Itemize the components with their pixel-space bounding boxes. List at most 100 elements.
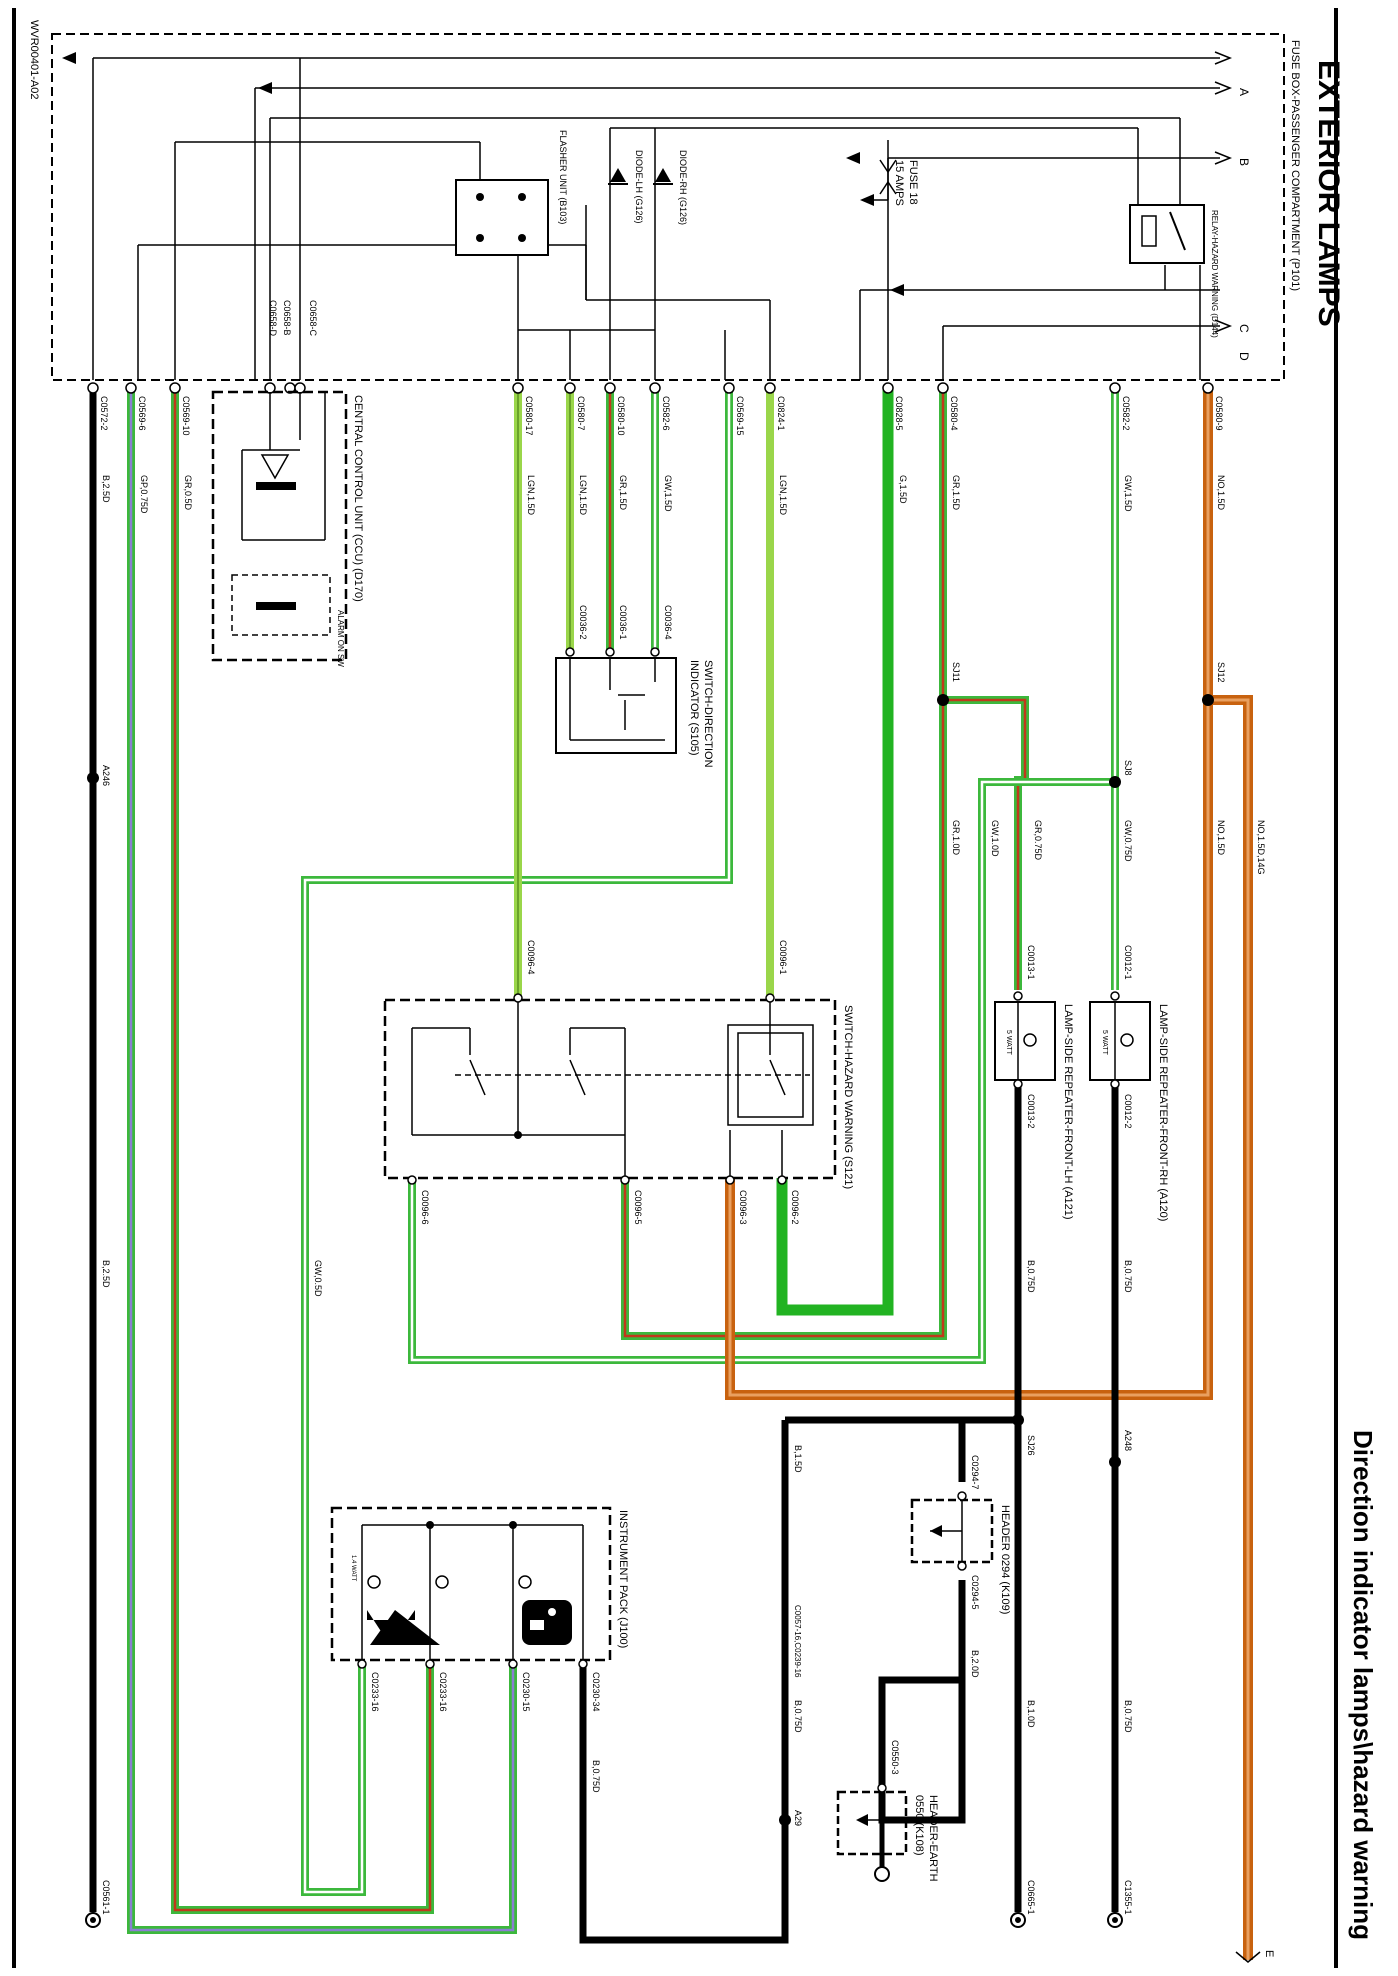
arrow-left-icon: [856, 1814, 868, 1826]
ccu-label: CENTRAL CONTROL UNIT (CCU) (D170): [352, 395, 364, 602]
splice-label: SJ11: [951, 662, 961, 682]
pin-label: C0233-16: [370, 1672, 380, 1712]
wire-label: B,2.0D: [970, 1650, 980, 1678]
relay-label: RELAY-HAZARD WARNING (D144): [1210, 210, 1219, 338]
arrow-left-icon: [846, 152, 860, 164]
header-earth-outline: [836, 1790, 908, 1856]
feed-e-label: E: [1263, 1950, 1275, 1957]
lamp-rh-label: LAMP-SIDE REPEATER-FRONT-RH (A120): [1157, 1004, 1169, 1221]
wire-label: B,0.75D: [793, 1700, 803, 1733]
fuse-18-icon: [879, 140, 897, 200]
wire-label: B,1.5D: [793, 1445, 803, 1473]
conn-label: C0569-6: [137, 396, 147, 431]
ip-watt: 1.4 WATT: [350, 1555, 356, 1582]
conn-label: C0572-2: [99, 396, 109, 431]
wire-no-1-5d-14g: [1208, 695, 1253, 1960]
alarm-label: ALARM ON SW: [336, 610, 345, 667]
diode-lh-label: DIODE-LH (G126): [634, 150, 644, 224]
pin-label: C0096-1: [778, 940, 788, 975]
alarm-coil-icon: [256, 602, 296, 610]
pin-label: C0013-2: [1026, 1094, 1036, 1129]
wire-g-1-5d: [776, 388, 894, 1316]
lamp-lh-icon: [1017, 1002, 1037, 1080]
wire-label: NO,1.5D: [1216, 820, 1226, 856]
splice-label: SJ12: [1216, 662, 1226, 683]
top-connector-labels: C0572-2 C0569-6 C0569-10 C0658-D C0658-B…: [99, 300, 1224, 436]
pin-label: C1355-1: [1123, 1880, 1133, 1915]
wire-no-1-5d: [725, 388, 1213, 1400]
wire-label: NO,1.5D: [1216, 475, 1226, 511]
wire-b-2-0d: [878, 1580, 966, 1824]
wire-label: B,0.75D: [1123, 1260, 1133, 1293]
lamp-lh-label: LAMP-SIDE REPEATER-FRONT-LH (A121): [1062, 1004, 1074, 1220]
pin-label: C0013-1: [1026, 945, 1036, 980]
wire-label: LGN,1.5D: [578, 475, 588, 516]
relay-box: [1129, 204, 1205, 264]
wire-label: GR,0.5D: [183, 475, 193, 511]
top-connector-pins: [87, 382, 1214, 394]
wire-label: B,2.5D: [101, 1260, 111, 1288]
feed-arrows: [62, 52, 904, 296]
wire-label: B,0.75D: [591, 1760, 601, 1793]
flasher-unit-label: FLASHER UNIT (B103): [558, 130, 568, 224]
splice-label: SJ8: [1123, 760, 1133, 776]
ccu-coil-icon: [256, 482, 296, 490]
pin-label: C0012-2: [1123, 1094, 1133, 1129]
wire-label: GW,1.5D: [1123, 475, 1133, 512]
wire-gp: [127, 388, 517, 1934]
arrow-left-icon: [62, 52, 76, 64]
pin-label: C0294-7: [970, 1455, 980, 1490]
wire-b-1-5d: [579, 1420, 789, 1944]
pin-label: C0036-1: [618, 605, 628, 640]
wire-label: GW,1.0D: [990, 820, 1000, 857]
pin-label: C0230-15: [521, 1672, 531, 1712]
pin-label: C0096-3: [738, 1190, 748, 1225]
switch-hazard-outline: [383, 998, 837, 1180]
conn-label: C0658-D: [268, 300, 278, 337]
feed-b-label: B: [1237, 158, 1251, 166]
wire-label: B,2.5D: [101, 475, 111, 503]
wire-label: GW,1.5D: [663, 475, 673, 512]
switch-direction-label-2: INDICATOR (S105): [688, 660, 700, 756]
ground-pins: [85, 1912, 1123, 1928]
splice-dots: [87, 694, 1214, 1826]
conn-label: C0658-B: [282, 300, 292, 336]
switch-hazard-label: SWITCH-HAZARD WARNING (S121): [842, 1005, 854, 1189]
arrow-left-icon: [860, 194, 874, 206]
switch-direction-label-1: SWITCH-DIRECTION: [702, 660, 714, 768]
conn-label: C0582-6: [661, 396, 671, 431]
switch-hazard-nodes: [514, 1131, 522, 1139]
ccu-transistor-icon: [260, 454, 290, 480]
earth-point-icon: [874, 1866, 890, 1882]
fuse-label: FUSE 18: [907, 160, 919, 205]
conn-label: C0582-2: [1121, 396, 1131, 431]
diode-rh-icon: [653, 168, 673, 185]
header-k109-outline: [910, 1498, 994, 1564]
flasher-unit-box: [455, 179, 549, 256]
conn-label: C0569-15: [735, 396, 745, 436]
splice-label: A29: [793, 1810, 803, 1826]
conn-label: C0580-17: [524, 396, 534, 436]
wire-label: GP,0.75D: [139, 475, 149, 514]
switch-hazard-internal: [411, 1000, 814, 1178]
lamp-rh-icon: [1114, 1002, 1134, 1080]
wire-label: GR,0.75D: [1033, 820, 1043, 861]
pin-label: C0096-5: [633, 1190, 643, 1225]
conn-label: C0569-10: [181, 396, 191, 436]
header-earth-label-2: 0550 (K108): [913, 1795, 925, 1856]
arrow-up-icon: [370, 1610, 440, 1645]
switch-direction-box: [555, 657, 677, 754]
splice-label: A246: [101, 765, 111, 786]
conn-label: C0580-9: [1214, 396, 1224, 431]
splice-labels: A246 SJ11 SJ12 SJ8 A248 SJ26 A29: [101, 662, 1226, 1826]
pin-label: C0550-3: [890, 1740, 900, 1775]
switch-direction-internal: [569, 658, 665, 741]
pin-label: C0294-5: [970, 1575, 980, 1610]
pin-label: C0096-4: [526, 940, 536, 975]
lamp-lh-box: [994, 1001, 1056, 1081]
wire-label: GW,0.75D: [1123, 820, 1133, 862]
relay-coil: [1141, 215, 1157, 247]
arrow-left-icon: [930, 1525, 942, 1537]
relay-contact: [1169, 211, 1186, 251]
